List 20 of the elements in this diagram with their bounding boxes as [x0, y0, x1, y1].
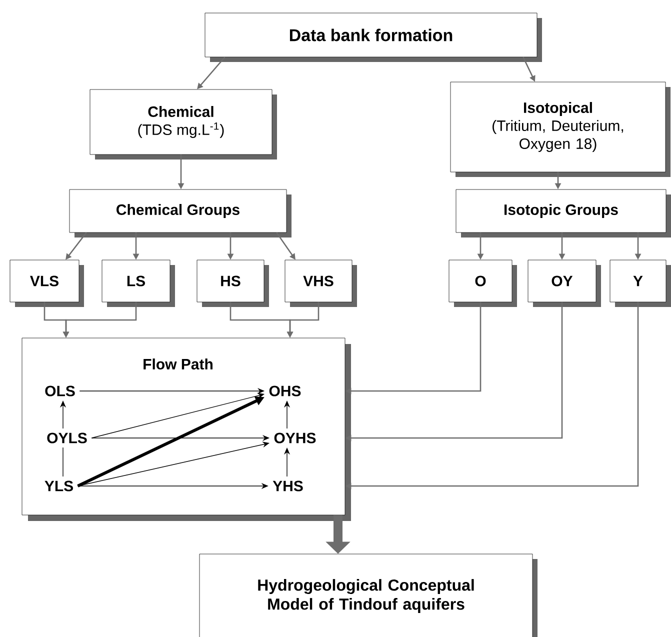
group-box: Isotopic Groups — [456, 189, 671, 238]
result-box: Hydrogeological Conceptual Model of Tindouf aquifers — [199, 554, 538, 637]
class-box: OY — [528, 260, 601, 307]
group-label: OYHS — [274, 432, 316, 444]
group-box: Chemical Groups — [69, 189, 292, 238]
class-box: O — [448, 260, 517, 307]
group-label: YHS — [272, 480, 303, 492]
class-box: HS — [196, 260, 269, 307]
class-box: VLS — [10, 260, 84, 307]
class-box: VHS — [284, 260, 357, 307]
group-label: OHS — [269, 386, 301, 396]
class-box: Y — [610, 260, 671, 307]
group-label: YLS — [44, 480, 73, 492]
group-label: OLS — [45, 386, 75, 396]
category-box: Chemical (TDS mg.L$^{-1}$) — [90, 89, 277, 160]
title-box: Data bank formation — [204, 12, 542, 62]
class-box: LS — [102, 260, 175, 307]
category-box: Isotopical (Tritium, Deuterium, Oxygen 18) — [450, 82, 670, 177]
line — [62, 447, 64, 477]
group-label: OYLS — [47, 432, 87, 444]
